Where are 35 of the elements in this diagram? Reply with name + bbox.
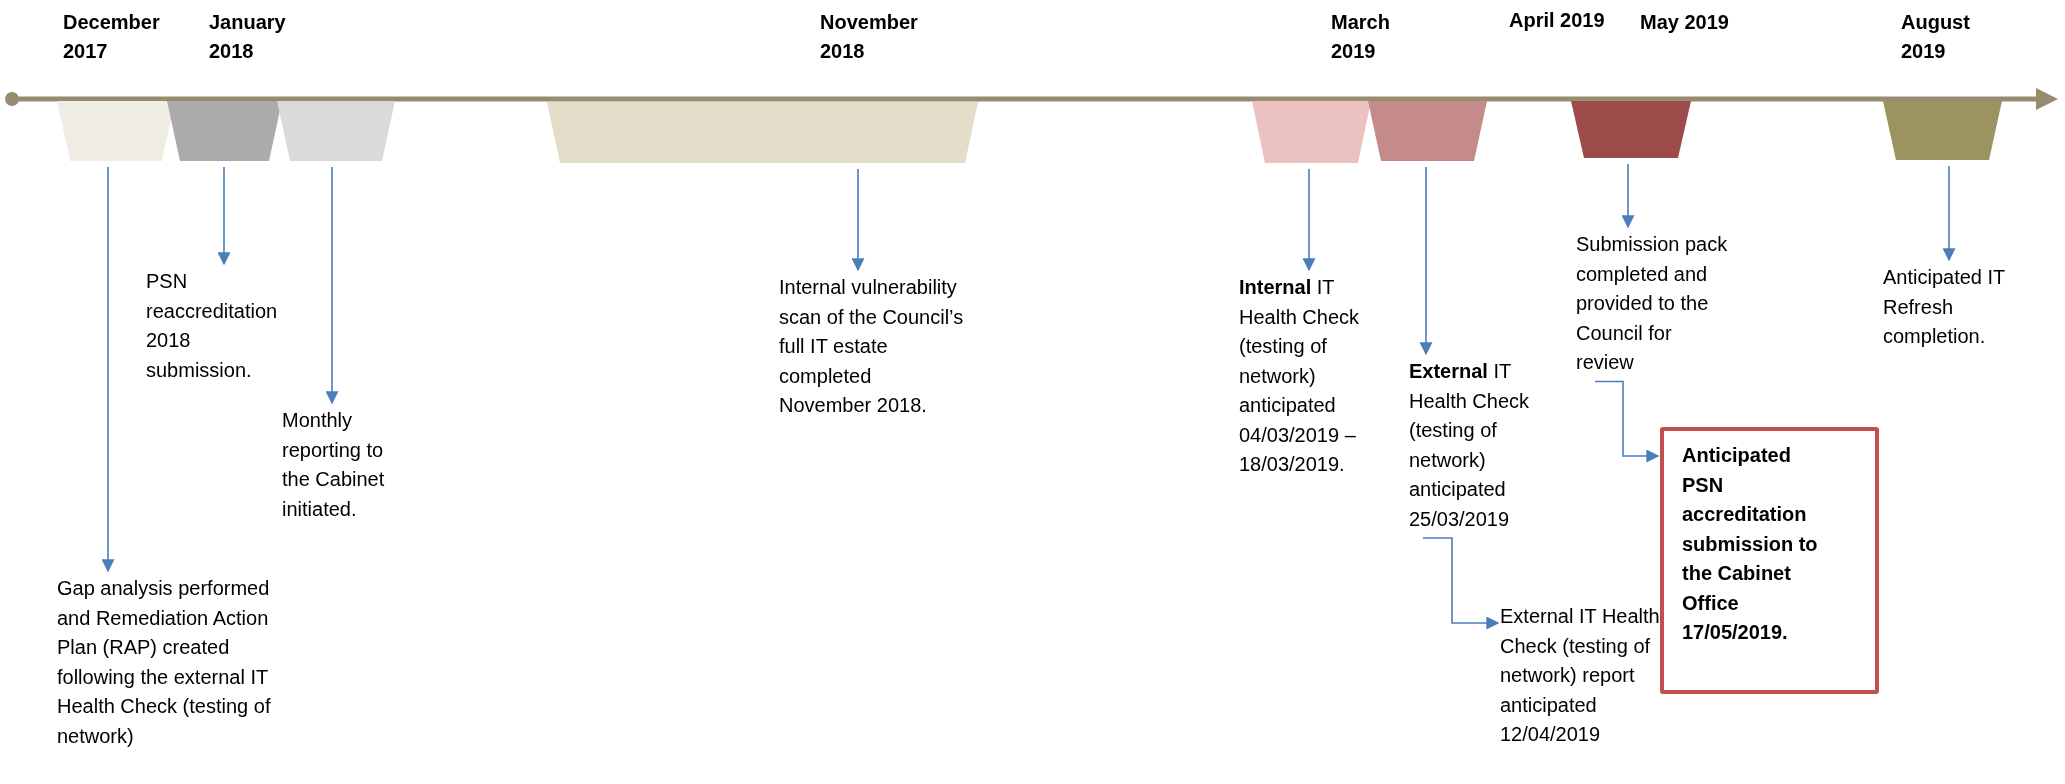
month-label: November 2018 (820, 10, 919, 64)
trapezoid-marker (167, 101, 282, 161)
month-label: April 2019 (1509, 8, 1606, 33)
event-text: Monthly reporting to the Cabinet initiated. (282, 408, 386, 522)
trapezoid-marker (1571, 101, 1691, 158)
month-label: May 2019 (1640, 10, 1730, 35)
arrow (851, 168, 865, 272)
month-label: August 2019 (1901, 10, 1971, 64)
event-text: External IT Health Check (testing of network) report anticipated 12/04/2019 (1500, 604, 1660, 747)
arrow (1594, 380, 1660, 463)
event-text: Submission pack completed and provided to the Council for review (1576, 232, 1729, 375)
arrow (1621, 163, 1635, 229)
arrow (1422, 537, 1500, 630)
trapezoid-marker (277, 101, 395, 161)
arrow (217, 166, 231, 266)
month-label: March 2019 (1331, 10, 1391, 64)
trapezoid-marker (1368, 101, 1487, 161)
trapezoid-marker (547, 102, 978, 163)
highlight-box (1660, 427, 1879, 694)
trapezoid-marker (1252, 101, 1371, 163)
arrow (325, 166, 339, 405)
event-text: PSN reaccreditation 2018 submission. (146, 269, 279, 383)
arrow (1419, 166, 1433, 356)
arrow (101, 166, 115, 573)
arrow (1942, 165, 1956, 262)
event-text: Anticipated PSN accreditation submission to the Cabinet Office 17/05/2019. (1682, 443, 1819, 645)
month-label: December 2017 (63, 10, 161, 64)
trapezoid-marker (1883, 101, 2002, 160)
event-text: Internal vulnerability scan of the Council’s full IT estate completed November 2018. (779, 275, 965, 418)
event-text: Anticipated IT Refresh completion. (1883, 265, 2006, 349)
month-label: January 2018 (209, 10, 287, 64)
event-text: External IT Health Check (testing of network) anticipated 25/03/2019 (1409, 359, 1531, 532)
event-text: Internal IT Health Check (testing of network) anticipated 04/03/2019 – 18/03/2019. (1239, 275, 1361, 477)
event-text: Gap analysis performed and Remediation Action Plan (RAP) created following the external IT Health Check (testing of network) (57, 576, 272, 749)
arrow (1302, 168, 1316, 272)
